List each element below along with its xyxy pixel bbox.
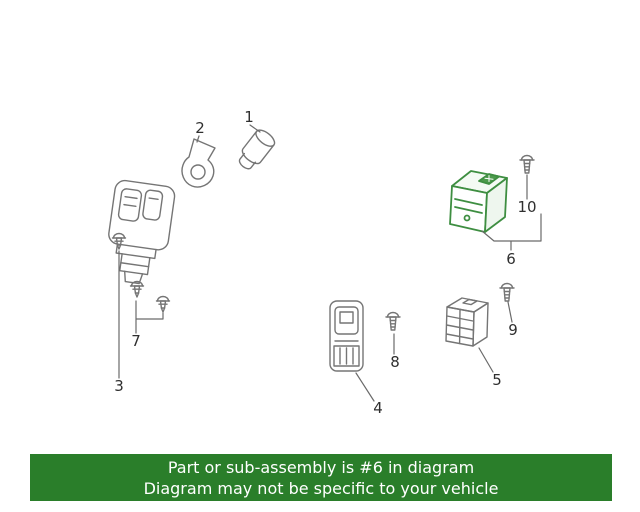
leader-7 <box>135 300 164 334</box>
banner-line-1: Part or sub-assembly is #6 in diagram <box>167 457 475 477</box>
part-label-8: 8 <box>390 353 400 371</box>
part-label-4: 4 <box>373 399 383 417</box>
part-7-clip-b <box>155 295 171 313</box>
part-8-screw <box>385 311 401 331</box>
part-3-switch-panel <box>108 179 176 285</box>
part-label-3: 3 <box>114 377 124 395</box>
banner-line-2: Diagram may not be specific to your vehi… <box>143 478 499 498</box>
part-label-10: 10 <box>517 198 536 216</box>
footer-banner: Part or sub-assembly is #6 in diagram Di… <box>30 454 612 501</box>
leader-2 <box>196 135 200 143</box>
part-label-2: 2 <box>195 119 205 137</box>
leader-5 <box>478 347 494 373</box>
part-label-1: 1 <box>244 108 254 126</box>
leader-1 <box>249 124 261 133</box>
leader-6-bracket <box>481 213 542 251</box>
part-label-6: 6 <box>506 250 516 268</box>
part-2-bracket <box>181 138 216 188</box>
part-label-9: 9 <box>508 321 518 339</box>
leader-9 <box>507 301 513 323</box>
part-label-7: 7 <box>131 332 141 350</box>
part-label-5: 5 <box>492 371 502 389</box>
part-4-switch <box>329 300 364 372</box>
leader-4 <box>355 372 375 402</box>
part-1-knob <box>238 129 276 170</box>
part-5-switch <box>445 297 489 347</box>
part-9-screw <box>499 282 515 302</box>
part-10-screw <box>519 154 535 174</box>
part-6-switch-highlighted <box>449 170 508 233</box>
part-3-clip <box>111 232 127 250</box>
